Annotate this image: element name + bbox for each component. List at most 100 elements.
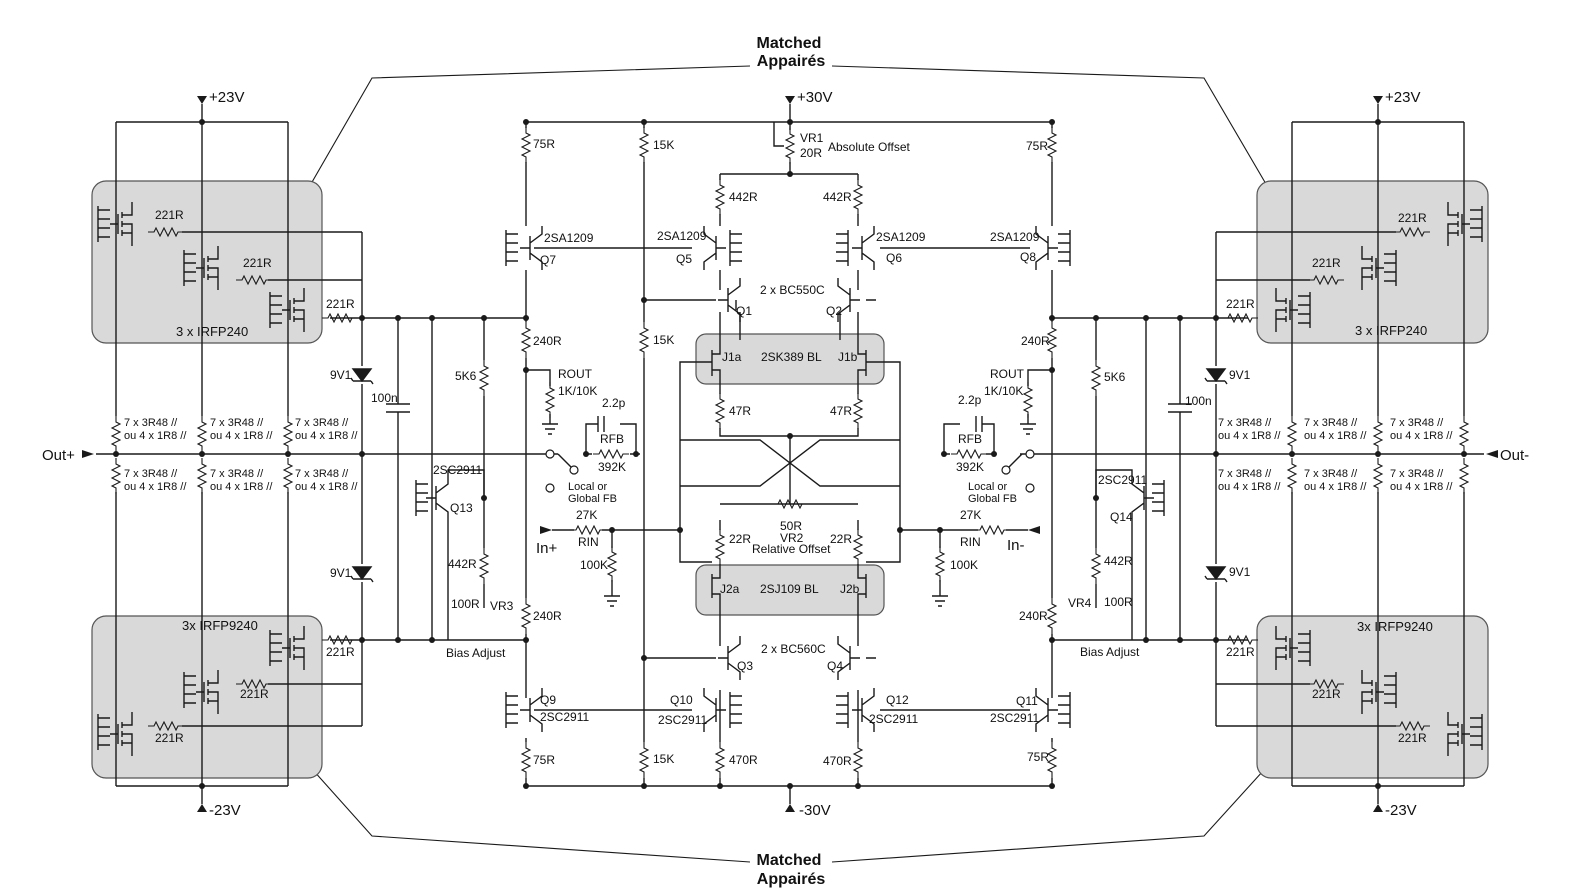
r75-bl: 75R [533, 753, 555, 767]
sw-left-2: Global FB [568, 493, 617, 505]
r240-tr: 240R [1021, 334, 1050, 348]
svg-text:ou 4 x 1R8 //: ou 4 x 1R8 // [1218, 481, 1281, 493]
centre-dots [523, 119, 1055, 789]
pmos-label-right: 3x IRFP9240 [1357, 619, 1433, 634]
zener-bottom-left: 9V1 [330, 566, 352, 580]
r-gate-11: 221R [1312, 687, 1341, 701]
r15k-bottom: 15K [653, 752, 674, 766]
q11-label: Q11 [1016, 694, 1038, 708]
rout-left: ROUT [558, 367, 593, 381]
jfet-n-box [695, 333, 885, 385]
vr1-value: 20R [800, 146, 822, 160]
svg-text:7 x 3R48 //: 7 x 3R48 // [295, 417, 349, 429]
r442-q5: 442R [729, 190, 758, 204]
centre-resistors [521, 126, 1057, 779]
vr2-value: 50R [780, 519, 802, 533]
cap-fb-right: 2.2p [958, 393, 982, 407]
nmos-label-left: 3 x IRFP240 [176, 324, 248, 339]
rfb-left: RFB [600, 432, 624, 446]
svg-text:7 x 3R48 //: 7 x 3R48 // [210, 417, 264, 429]
rout-right: ROUT [990, 367, 1025, 381]
matched-top-line2: Appairés [757, 53, 826, 70]
matched-bottom-line1: Matched [757, 852, 822, 869]
pmos-box-left [91, 615, 323, 779]
matched-top-line1: Matched [757, 35, 822, 52]
q3-label: Q3 [737, 659, 753, 673]
vr1-desc: Absolute Offset [828, 140, 910, 154]
j1a-label: J1a [722, 350, 742, 364]
svg-text:ou 4 x 1R8 //: ou 4 x 1R8 // [124, 481, 187, 493]
r470-r: 470R [823, 754, 852, 768]
out-pos-arrow [82, 450, 94, 458]
r240-tl: 240R [533, 334, 562, 348]
right-emitter-res-labels: 7 x 3R48 // ou 4 x 1R8 // 7 x 3R48 // ou… [1218, 417, 1453, 493]
r-gate-12: 221R [1398, 731, 1427, 745]
out-pos-label: Out+ [42, 447, 75, 464]
q13-transistor [415, 469, 485, 640]
rail-arrows [197, 96, 1383, 812]
centre-caps [597, 416, 983, 432]
zener-top-left: 9V1 [330, 368, 352, 382]
q6-part: 2SA1209 [876, 230, 926, 244]
q13-part: 2SC2911 [433, 463, 482, 477]
r442-right: 442R [1104, 554, 1133, 568]
q10-part: 2SC2911 [658, 713, 707, 727]
r5k6-right: 5K6 [1104, 370, 1126, 384]
q8-label: Q8 [1020, 250, 1036, 264]
q1-label: Q1 [736, 304, 752, 318]
r-gate-2: 221R [243, 256, 272, 270]
r-gate-10: 221R [1226, 645, 1255, 659]
r240-br: 240R [1019, 609, 1048, 623]
q7-label: Q7 [540, 253, 556, 267]
rail-label-pos23-right: +23V [1385, 89, 1420, 106]
vr1-label: VR1 [800, 131, 824, 145]
q12-part: 2SC2911 [869, 712, 918, 726]
r-gate-5: 221R [240, 687, 269, 701]
r-gate-4: 221R [326, 645, 355, 659]
svg-text:ou 4 x 1R8 //: ou 4 x 1R8 // [1390, 481, 1453, 493]
bias-adjust-right: Bias Adjust [1080, 645, 1140, 659]
j2a-label: J2a [720, 582, 740, 596]
nmos-label-right: 3 x IRFP240 [1355, 323, 1427, 338]
r470-l: 470R [729, 753, 758, 767]
rin-left: RIN [578, 535, 599, 549]
svg-text:7 x 3R48 //: 7 x 3R48 // [1304, 468, 1358, 480]
r22-l: 22R [729, 532, 751, 546]
svg-text:ou 4 x 1R8 //: ou 4 x 1R8 // [1304, 430, 1367, 442]
nmos-box-left [91, 180, 323, 344]
zener-top-right: 9V1 [1229, 368, 1251, 382]
q2-label: Q2 [826, 304, 842, 318]
r-gate-1: 221R [155, 208, 184, 222]
q7-part: 2SA1209 [544, 231, 594, 245]
svg-text:7 x 3R48 //: 7 x 3R48 // [1218, 468, 1272, 480]
svg-text:ou 4 x 1R8 //: ou 4 x 1R8 // [1218, 430, 1281, 442]
r-gate-6: 221R [155, 731, 184, 745]
r47-r: 47R [830, 404, 852, 418]
right-output-dots [1093, 119, 1467, 789]
jfet-n-part: 2SK389 BL [761, 350, 822, 364]
q13-label: Q13 [450, 501, 473, 515]
r-gate-9: 221R [1226, 297, 1255, 311]
in-neg-label: In- [1007, 537, 1025, 554]
r15k-top: 15K [653, 138, 674, 152]
r100-left: 100R [451, 597, 480, 611]
r75-tl: 75R [533, 137, 555, 151]
left-zeners [350, 368, 410, 583]
svg-text:7 x 3R48 //: 7 x 3R48 // [295, 468, 349, 480]
svg-text:ou 4 x 1R8 //: ou 4 x 1R8 // [1390, 430, 1453, 442]
r442-q6: 442R [823, 190, 852, 204]
rfb-val-left: 392K [598, 460, 626, 474]
vr3-label: VR3 [490, 599, 514, 613]
r15k-mid: 15K [653, 333, 674, 347]
svg-text:ou 4 x 1R8 //: ou 4 x 1R8 // [124, 430, 187, 442]
svg-text:7 x 3R48 //: 7 x 3R48 // [124, 417, 178, 429]
cap-left: 100n [371, 391, 398, 405]
cap-right: 100n [1185, 394, 1212, 408]
zener-bottom-right: 9V1 [1229, 565, 1251, 579]
right-zeners [1168, 368, 1228, 583]
vr2-desc: Relative Offset [752, 542, 831, 556]
r100k-right: 100K [950, 558, 978, 572]
bc560-label: 2 x BC560C [761, 642, 826, 656]
vr4-label: VR4 [1068, 596, 1092, 610]
r-gate-8: 221R [1312, 256, 1341, 270]
